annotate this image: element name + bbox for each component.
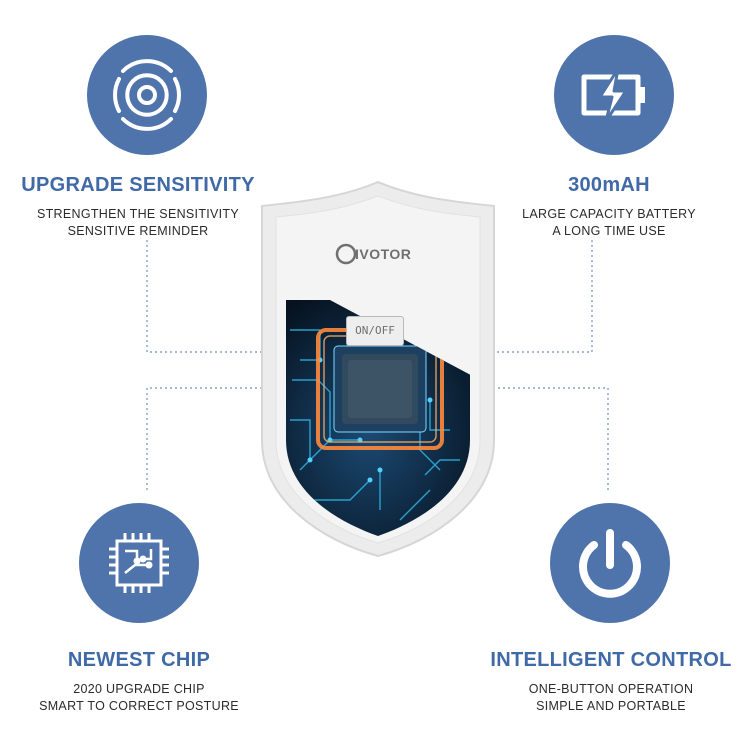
on-off-button[interactable]: ON/OFF: [346, 316, 404, 346]
sensor-waves-icon: [87, 35, 207, 155]
desc-line: LARGE CAPACITY BATTERY: [522, 207, 696, 221]
feature-desc-control: ONE-BUTTON OPERATION SIMPLE AND PORTABLE: [461, 681, 750, 715]
battery-charging-icon: [554, 35, 674, 155]
feature-title-chip: NEWEST CHIP: [67, 649, 211, 671]
desc-line: SENSITIVE REMINDER: [67, 224, 209, 238]
feature-desc-battery: LARGE CAPACITY BATTERY A LONG TIME USE: [459, 206, 750, 240]
feature-title-battery: 300mAH: [568, 174, 650, 196]
feature-desc-chip: 2020 UPGRADE CHIP SMART TO CORRECT POSTU…: [0, 681, 289, 715]
brand-name: IVOTOR: [355, 246, 412, 262]
power-icon: [550, 503, 670, 623]
desc-line: A LONG TIME USE: [552, 224, 666, 238]
desc-line: STRENGTHEN THE SENSITIVITY: [36, 207, 240, 221]
desc-line: SMART TO CORRECT POSTURE: [39, 699, 239, 713]
feature-title-sensitivity: UPGRADE SENSITIVITY: [21, 174, 255, 196]
feature-desc-sensitivity: STRENGTHEN THE SENSITIVITY SENSITIVE REM…: [0, 206, 288, 240]
chip-icon: [79, 503, 199, 623]
brand-logo-icon: [335, 243, 357, 265]
desc-line: SIMPLE AND PORTABLE: [536, 699, 686, 713]
desc-line: 2020 UPGRADE CHIP: [73, 682, 205, 696]
desc-line: ONE-BUTTON OPERATION: [528, 682, 694, 696]
feature-title-control: INTELLIGENT CONTROL: [490, 649, 732, 671]
